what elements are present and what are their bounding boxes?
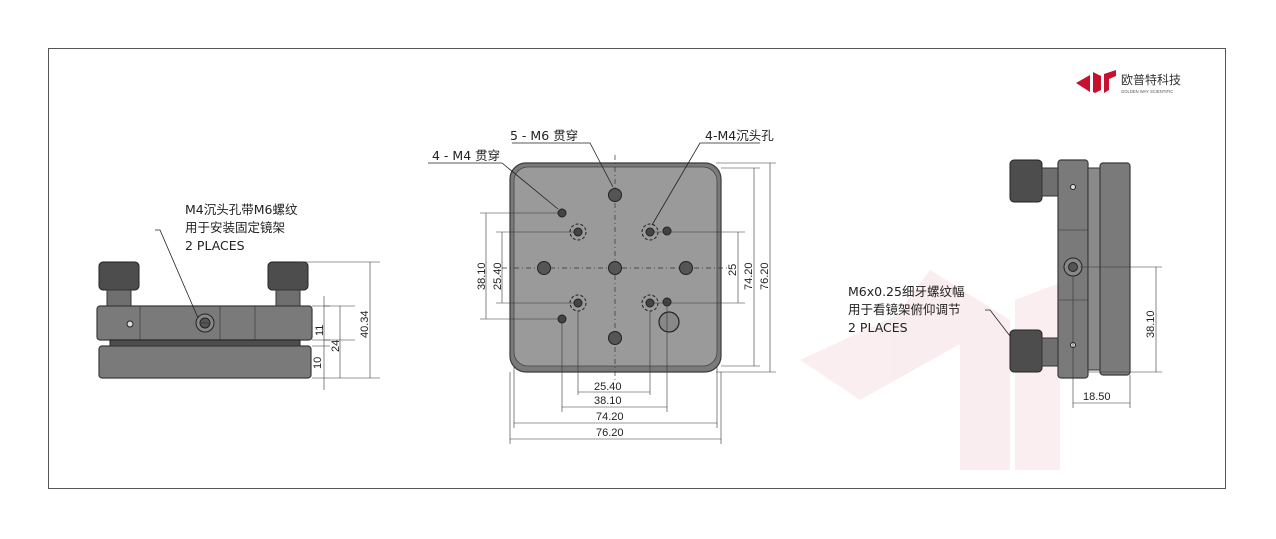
right-dim-38-10: 38.10	[1145, 310, 1157, 338]
front-dim-h-38-10: 38.10	[594, 395, 622, 407]
logo-mark-icon	[1076, 70, 1116, 93]
left-dim-24: 24	[330, 340, 342, 352]
right-callout-leader	[985, 309, 1011, 337]
left-dim-10: 10	[312, 357, 324, 369]
left-callout-line2: 用于安装固定镜架	[185, 220, 285, 235]
m6-through-holes	[537, 188, 693, 345]
right-knob-bottom	[1009, 329, 1043, 373]
right-callout-line3: 2 PLACES	[848, 320, 908, 335]
drawing-frame	[48, 48, 1226, 489]
left-base-plate	[98, 345, 312, 379]
left-knob-1	[98, 261, 140, 291]
right-callout-line2: 用于看镜架俯仰调节	[848, 302, 961, 317]
m4-through-holes	[557, 208, 672, 324]
m4cb-callout-leader	[651, 142, 760, 226]
front-dim-v-25: 25	[727, 264, 739, 276]
left-side-view: M4沉头孔带M6螺纹 用于安装固定镜架 2 PLACES 11 24 10 40…	[96, 202, 380, 390]
right-gap	[1087, 167, 1101, 371]
front-dim-h-76-20: 76.20	[596, 427, 624, 439]
m6-callout: 5 - M6 贯穿	[510, 128, 578, 143]
company-logo: 欧普特科技 GOLDEN WAY SCIENTIFIC	[1076, 70, 1181, 94]
left-callout-line3: 2 PLACES	[185, 238, 245, 253]
m4cb-callout: 4-M4沉头孔	[705, 128, 774, 143]
right-side-view: M6x0.25细牙螺纹幅 用于看镜架俯仰调节 2 PLACES 38.10 18…	[848, 159, 1162, 408]
m4-callout-leader	[428, 162, 559, 210]
front-dim-v-74-20: 74.20	[743, 262, 755, 290]
front-large-hole	[658, 311, 680, 333]
right-callout-line1: M6x0.25细牙螺纹幅	[848, 284, 964, 299]
front-view: 5 - M6 贯穿 4 - M4 贯穿 4-M4沉头孔 38.10 25.40 …	[428, 128, 776, 444]
left-dim-11: 11	[314, 325, 326, 336]
front-dim-v-38-10: 38.10	[476, 262, 488, 290]
left-gap	[109, 339, 301, 347]
right-knob-top-stem	[1041, 167, 1059, 197]
right-dim-18-50: 18.50	[1083, 391, 1111, 403]
front-dim-v-25-40: 25.40	[492, 262, 504, 290]
company-name-cn: 欧普特科技	[1121, 72, 1181, 87]
left-knob-2-stem	[275, 289, 301, 307]
left-knob-1-stem	[106, 289, 132, 307]
left-callout-leader	[155, 229, 199, 319]
left-knob-2	[267, 261, 309, 291]
company-name-en: GOLDEN WAY SCIENTIFIC	[1121, 89, 1173, 94]
left-screw-hole	[126, 320, 134, 328]
m4-callout: 4 - M4 贯穿	[432, 148, 500, 163]
m6-callout-leader	[512, 142, 614, 188]
front-dim-h-25-40: 25.40	[594, 381, 622, 393]
front-dim-v-76-20: 76.20	[759, 262, 771, 290]
left-callout-line1: M4沉头孔带M6螺纹	[185, 202, 298, 217]
right-rear-plate	[1099, 162, 1131, 376]
left-dim-40-34: 40.34	[359, 310, 371, 338]
front-dim-h-74-20: 74.20	[596, 411, 624, 423]
right-knob-top	[1009, 159, 1043, 203]
right-knob-bottom-stem	[1041, 337, 1059, 367]
